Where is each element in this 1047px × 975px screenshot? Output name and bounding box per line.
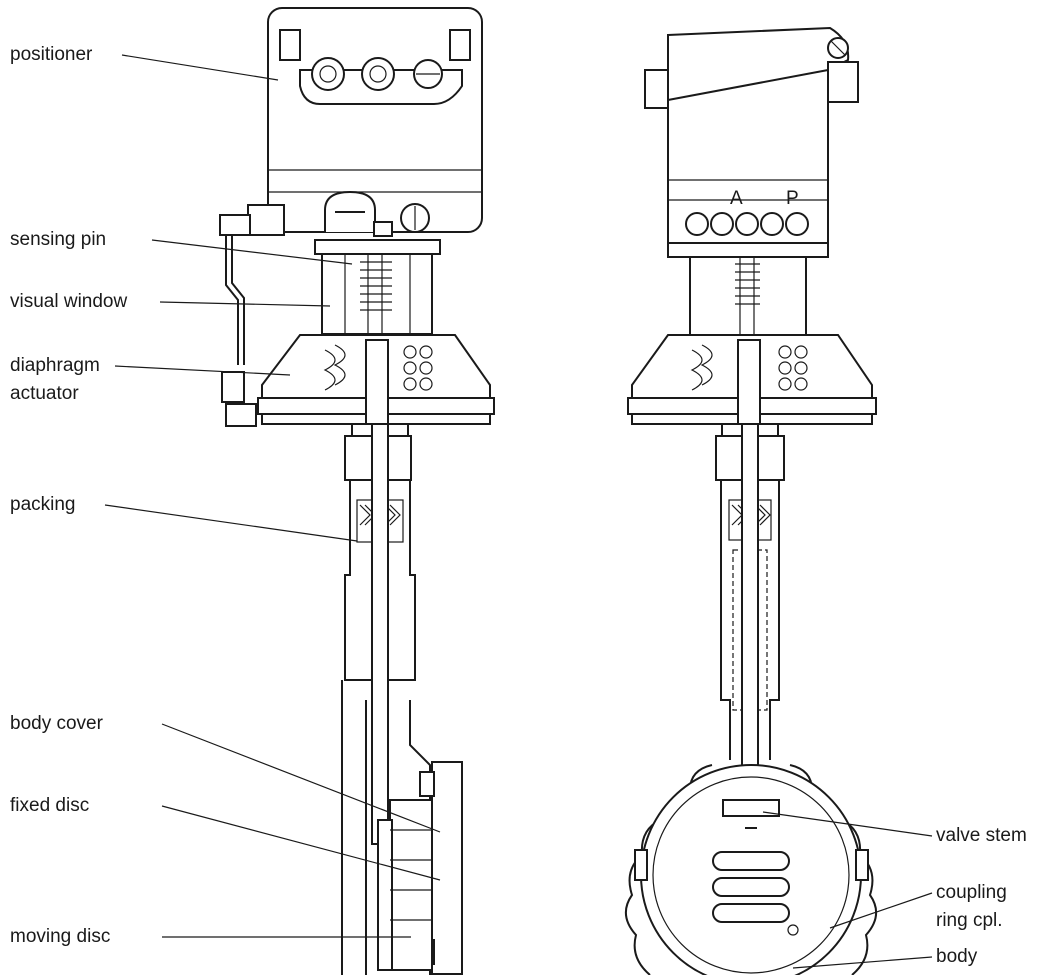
port-p-label: P <box>786 188 799 209</box>
label-fixed-disc: fixed disc <box>10 795 89 816</box>
left-view <box>219 7 495 975</box>
label-visual-window: visual window <box>10 291 127 312</box>
left-bonnet <box>344 423 416 845</box>
leader-lines <box>104 54 933 969</box>
label-body-cover: body cover <box>10 713 104 734</box>
left-positioner-housing <box>267 7 483 237</box>
right-positioner-housing: A P <box>644 26 859 244</box>
right-view: A P <box>625 26 877 975</box>
label-positioner: positioner <box>10 44 93 65</box>
label-packing: packing <box>10 494 76 515</box>
left-body <box>341 680 463 975</box>
label-valve-stem: valve stem <box>936 825 1027 846</box>
label-actuator: actuator <box>10 383 79 404</box>
right-actuator <box>627 334 877 425</box>
right-body <box>625 764 877 975</box>
label-coupling: coupling <box>936 882 1007 903</box>
port-a-label: A <box>730 188 743 209</box>
label-ring-cpl: ring cpl. <box>936 910 1003 931</box>
right-bonnet <box>715 423 785 805</box>
left-actuator <box>257 334 495 425</box>
left-air-tube <box>219 204 285 427</box>
label-body: body <box>936 946 978 967</box>
label-sensing-pin: sensing pin <box>10 229 106 250</box>
right-yoke <box>667 242 829 336</box>
label-moving-disc: moving disc <box>10 926 110 947</box>
label-diaphragm: diaphragm <box>10 355 100 376</box>
labels: positioner sensing pin visual window dia… <box>10 44 1027 967</box>
left-yoke <box>314 239 441 335</box>
